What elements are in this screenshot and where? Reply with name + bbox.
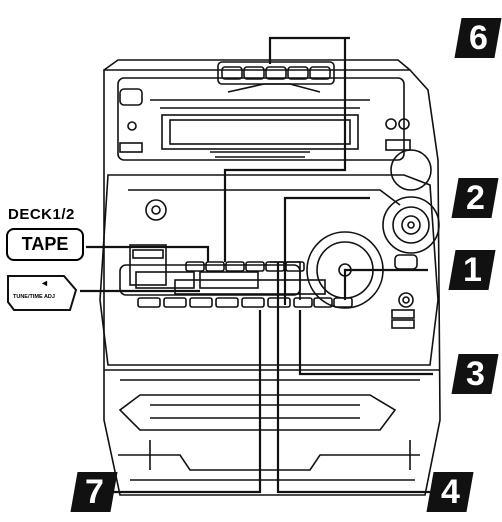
callout-3-badge: 3	[451, 354, 499, 394]
middle-panel	[99, 174, 439, 366]
cd-button-1	[221, 66, 243, 80]
callout-6-label: 6	[468, 19, 488, 57]
tune-button-shape	[7, 275, 78, 311]
leader-2	[283, 196, 370, 305]
callout-4-badge: 4	[426, 472, 474, 512]
callout-1-label: 1	[462, 251, 482, 289]
tape-button	[225, 261, 245, 272]
leader-6	[268, 36, 350, 64]
leader-tape	[86, 245, 210, 262]
cd-button-3	[265, 66, 287, 80]
tape-button-label: TAPE	[6, 228, 84, 261]
leader-7	[110, 310, 262, 494]
leader-1	[343, 268, 428, 300]
tune-time-adj-label: TUNE/TIME ADJ	[13, 294, 55, 300]
callout-2-badge: 2	[451, 178, 499, 218]
base-vent	[118, 394, 397, 431]
cd-button-4	[287, 66, 309, 80]
cabinet-outline	[103, 69, 441, 496]
callout-7-badge: 7	[70, 472, 118, 512]
leader-4	[276, 262, 430, 494]
callout-6-badge: 6	[454, 18, 502, 58]
callout-3-label: 3	[465, 355, 485, 393]
callout-2-label: 2	[465, 179, 485, 217]
callout-7-label: 7	[84, 473, 104, 511]
cd-button-5	[309, 66, 331, 80]
cd-drawer-frame	[117, 77, 405, 161]
deck-label: DECK1/2	[8, 206, 75, 223]
cd-left-button	[119, 88, 143, 106]
callout-1-badge: 1	[448, 250, 496, 290]
tune-arrow-icon: ◄	[40, 278, 49, 288]
leader-3	[298, 310, 433, 376]
cd-button-2	[243, 66, 265, 80]
callout-4-label: 4	[440, 473, 460, 511]
